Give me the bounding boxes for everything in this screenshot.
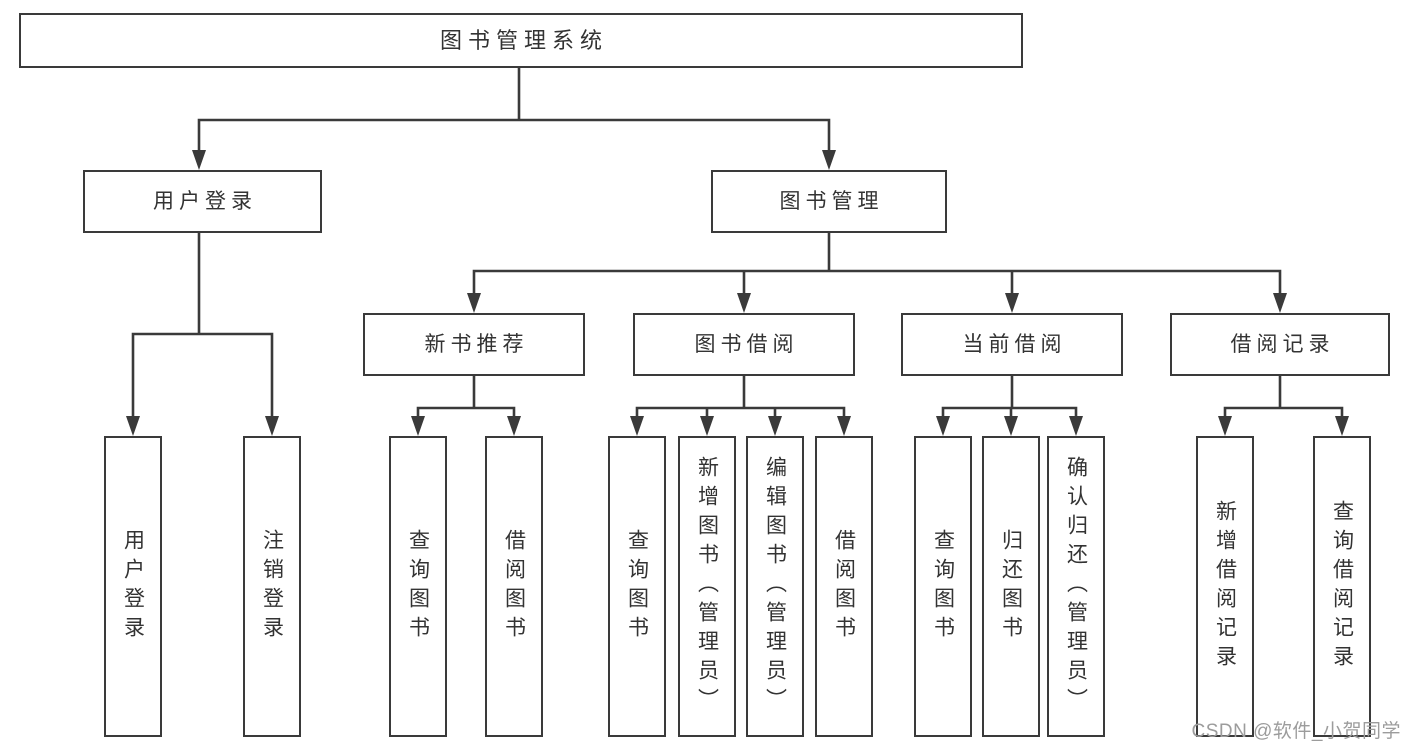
leaf-edit-books-admin: 编辑图书（管理员） [746, 436, 804, 737]
node-current-borrowing: 当前借阅 [901, 313, 1123, 376]
node-book-borrowing: 图书借阅 [633, 313, 855, 376]
csdn-watermark: CSDN @软件_小贺同学 [1191, 721, 1401, 742]
connector-current-children [936, 376, 1083, 436]
node-book-management: 图书管理 [711, 170, 947, 233]
leaf-logout: 注销登录 [243, 436, 301, 737]
node-new-book-recommend: 新书推荐 [363, 313, 585, 376]
leaf-query-books-new: 查询图书 [389, 436, 447, 737]
node-book-management-system: 图书管理系统 [19, 13, 1023, 68]
leaf-query-books-current: 查询图书 [914, 436, 972, 737]
leaf-return-books: 归还图书 [982, 436, 1040, 737]
leaf-user-login: 用户登录 [104, 436, 162, 737]
leaf-query-books-borrowing: 查询图书 [608, 436, 666, 737]
node-user-login: 用户登录 [83, 170, 322, 233]
connector-records-children [1218, 376, 1349, 436]
connector-borrowing-children [630, 376, 851, 436]
connector-book-mgmt-to-level2 [467, 233, 1287, 313]
leaf-add-borrow-record: 新增借阅记录 [1196, 436, 1254, 737]
connector-user-login-children [126, 233, 279, 436]
leaf-add-books-admin: 新增图书（管理员） [678, 436, 736, 737]
leaf-query-borrow-record: 查询借阅记录 [1313, 436, 1371, 737]
connector-root-to-level1 [192, 68, 836, 170]
leaf-confirm-return-admin: 确认归还（管理员） [1047, 436, 1105, 737]
node-borrow-records: 借阅记录 [1170, 313, 1390, 376]
connector-new-books-children [411, 376, 521, 436]
leaf-borrow-books-borrowing: 借阅图书 [815, 436, 873, 737]
leaf-borrow-books-new: 借阅图书 [485, 436, 543, 737]
